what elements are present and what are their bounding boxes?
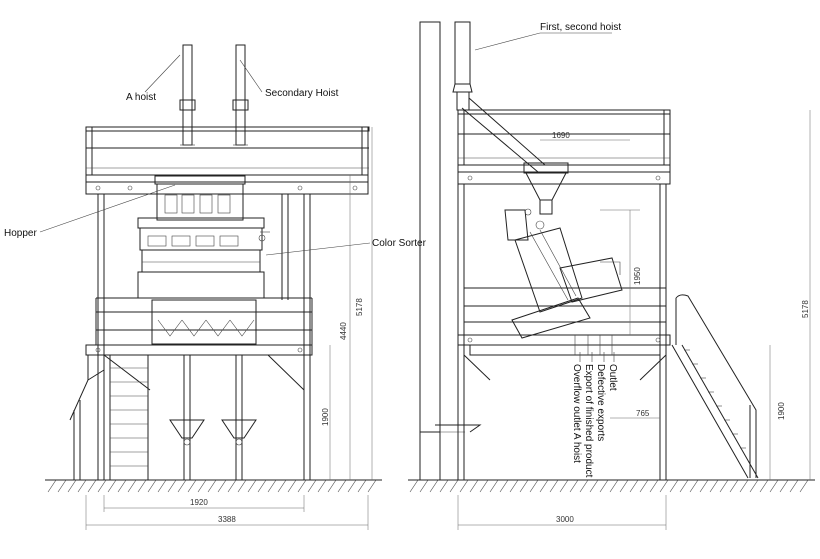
- front-lower-deck: [85, 344, 313, 391]
- label-first-second-hoist: First, second hoist: [540, 22, 621, 33]
- side-color-sorter: [504, 208, 623, 339]
- side-dimensions: [457, 110, 811, 530]
- side-hopper: [523, 162, 569, 215]
- dim-front-total-width: 3388: [218, 515, 236, 524]
- front-ground: [45, 479, 382, 493]
- side-lower-deck: [457, 334, 671, 381]
- side-columns: [457, 184, 667, 480]
- front-upper-beam: [85, 174, 369, 195]
- front-view: [39, 44, 382, 530]
- front-dimensions: [85, 127, 373, 530]
- side-leaders: [474, 32, 615, 362]
- front-lower-funnels: [169, 419, 257, 446]
- label-a-hoist: A hoist: [126, 92, 156, 103]
- front-color-sorter: [137, 217, 270, 299]
- dim-front-total-height: 5178: [355, 298, 364, 316]
- dim-side-top-width: 1690: [552, 131, 570, 140]
- side-hoist-tower: [419, 21, 482, 481]
- dim-side-sorter-height: 1950: [633, 267, 642, 285]
- label-overflow-outlet: Overflow outlet A hoist: [571, 364, 582, 463]
- front-middle-rail: [95, 297, 313, 345]
- front-hopper: [154, 175, 246, 221]
- dim-front-platform-height: 4440: [339, 322, 348, 340]
- label-secondary-hoist: Secondary Hoist: [265, 88, 339, 99]
- label-hopper: Hopper: [4, 228, 37, 239]
- dim-side-total-width: 3000: [556, 515, 574, 524]
- side-staircase: [671, 294, 759, 479]
- side-middle-rail: [464, 287, 666, 323]
- side-upper-beam: [457, 164, 671, 185]
- label-outlet: Outlet: [607, 364, 618, 391]
- dim-side-outlet-offset: 765: [636, 409, 650, 418]
- side-view: [408, 21, 815, 530]
- front-top-rail: [85, 126, 370, 175]
- label-defective-exports: Defective exports: [595, 364, 606, 441]
- label-color-sorter: Color Sorter: [372, 238, 427, 249]
- side-feed-chute: [461, 97, 546, 173]
- front-hoist-towers: [179, 44, 249, 146]
- front-leaders: [39, 54, 371, 256]
- front-staircase: [69, 355, 149, 480]
- label-export-finished-product: Export of finished product: [583, 364, 594, 478]
- dim-side-deck-height: 1900: [777, 402, 786, 420]
- dim-side-total-height: 5178: [801, 300, 810, 318]
- front-outlet-chutes: [151, 299, 257, 345]
- dim-front-inner-width: 1920: [190, 498, 208, 507]
- side-ground: [408, 479, 815, 493]
- dim-front-deck-height: 1900: [321, 408, 330, 426]
- front-columns: [97, 194, 311, 480]
